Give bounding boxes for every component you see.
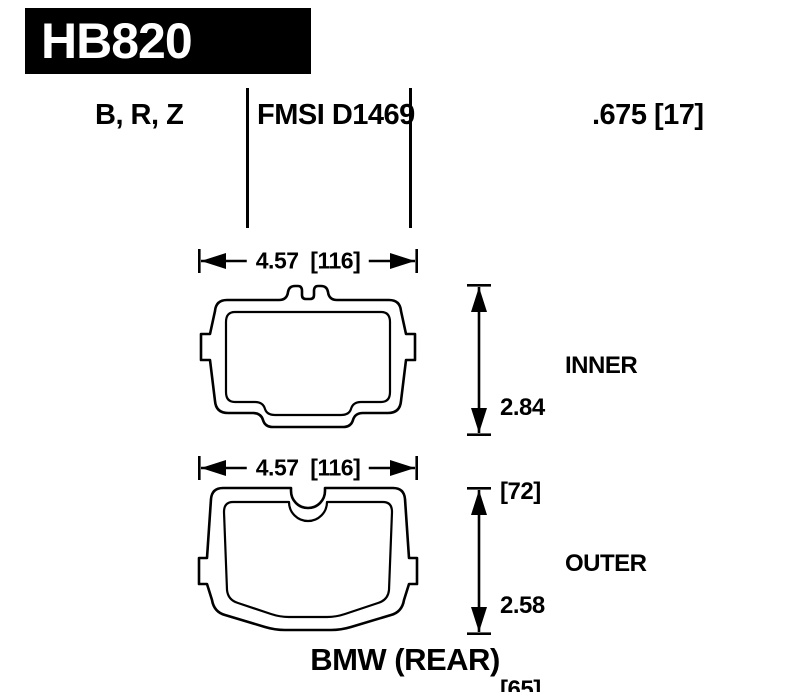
inner-pad-height-dimension-arrow [467,284,491,436]
part-number: HB820 [41,13,193,69]
pad-thickness: .675 [17] [592,99,704,131]
outer-pad-label: OUTER [565,550,647,577]
vehicle-application: BMW (REAR) [310,642,500,677]
fmsi-number: FMSI D1469 [257,99,415,131]
inner-pad-outline [199,284,417,429]
part-number-bar: HB820 [25,8,311,74]
inner-pad-label: INNER [565,352,638,379]
inner-pad-height-value: 2.84 [72] [500,338,545,562]
fmsi-divider-right [409,88,412,228]
outer-pad-height-mm: [65] [500,676,541,692]
inner-pad-width-dimension: 4.57 [116] [198,246,418,276]
fmsi-divider-left [246,88,249,228]
outer-pad-outline [197,486,419,632]
compound-codes: B, R, Z [95,99,184,131]
inner-pad-height-inches: 2.84 [500,394,545,421]
outer-pad-width-dimension: 4.57 [116] [198,453,418,483]
outer-pad-width-value: 4.57 [116] [246,454,370,482]
outer-pad-height-dimension-arrow [467,487,491,635]
inner-pad-height-mm: [72] [500,478,541,505]
inner-pad-width-value: 4.57 [116] [246,247,370,275]
outer-pad-height-value: 2.58 [65] [500,536,545,692]
outer-pad-height-inches: 2.58 [500,592,545,619]
